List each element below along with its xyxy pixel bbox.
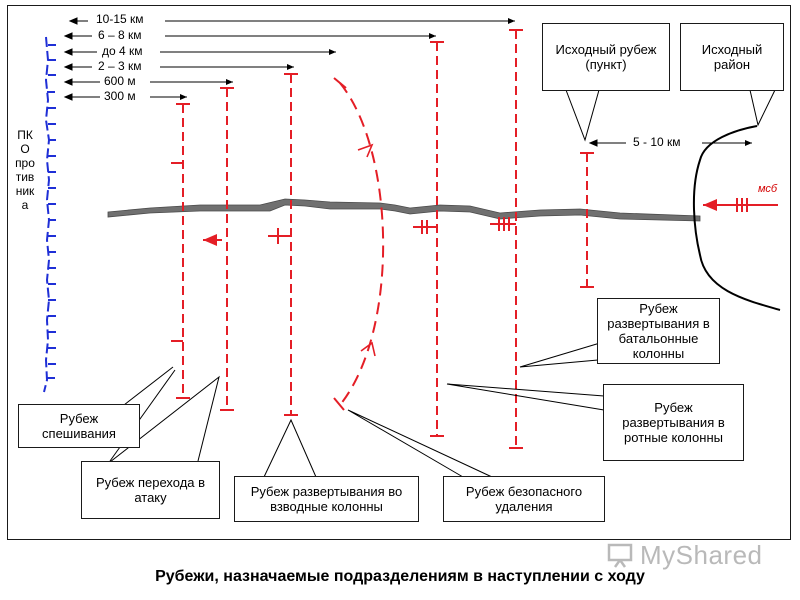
- enemy-label-line: а: [21, 198, 29, 212]
- enemy-label-line: про: [15, 156, 35, 170]
- distance-label: 6 – 8 км: [98, 28, 142, 42]
- distance-label: 2 – 3 км: [98, 59, 142, 73]
- callout-attack-line: Рубеж перехода в атаку: [81, 461, 220, 519]
- unit-label: мсб: [758, 183, 778, 195]
- phase-lines: [171, 29, 778, 449]
- enemy-label-line: О: [20, 142, 30, 156]
- enemy-label: ПК О про тив ник а: [10, 128, 40, 212]
- distance-label: 10-15 км: [96, 12, 144, 26]
- callout-platoon-line: Рубеж развертывания во взводные колонны: [234, 476, 419, 522]
- callout-battalion-line: Рубеж развертывания в батальонные колонн…: [597, 298, 720, 364]
- gap-dimension: [588, 139, 752, 147]
- distance-label: 300 м: [104, 89, 136, 103]
- enemy-line: [43, 36, 56, 393]
- river-band: [107, 198, 701, 222]
- distance-arrows: [63, 17, 515, 101]
- callout-pointers: [109, 89, 776, 478]
- callout-start-area: Исходный район: [680, 23, 784, 91]
- callout-dismount-line: Рубеж спешивания: [18, 404, 140, 448]
- callout-start-line: Исходный рубеж (пункт): [542, 23, 670, 91]
- callout-safe-distance: Рубеж безопасного удаления: [443, 476, 605, 522]
- callout-company-line: Рубеж развертывания в ротные колонны: [603, 384, 744, 461]
- distance-label: до 4 км: [102, 44, 143, 58]
- distance-label: 600 м: [104, 74, 136, 88]
- diagram-caption: Рубежи, назначаемые подразделениям в нас…: [155, 568, 645, 585]
- watermark: MyShared: [640, 540, 763, 570]
- start-area-boundary: [692, 125, 781, 311]
- enemy-label-line: ник: [15, 184, 35, 198]
- presentation-icon: [607, 543, 633, 568]
- enemy-label-line: ПК: [17, 128, 33, 142]
- gap-label: 5 - 10 км: [633, 135, 681, 149]
- diagram-frame: [7, 5, 791, 540]
- enemy-label-line: тив: [15, 170, 35, 184]
